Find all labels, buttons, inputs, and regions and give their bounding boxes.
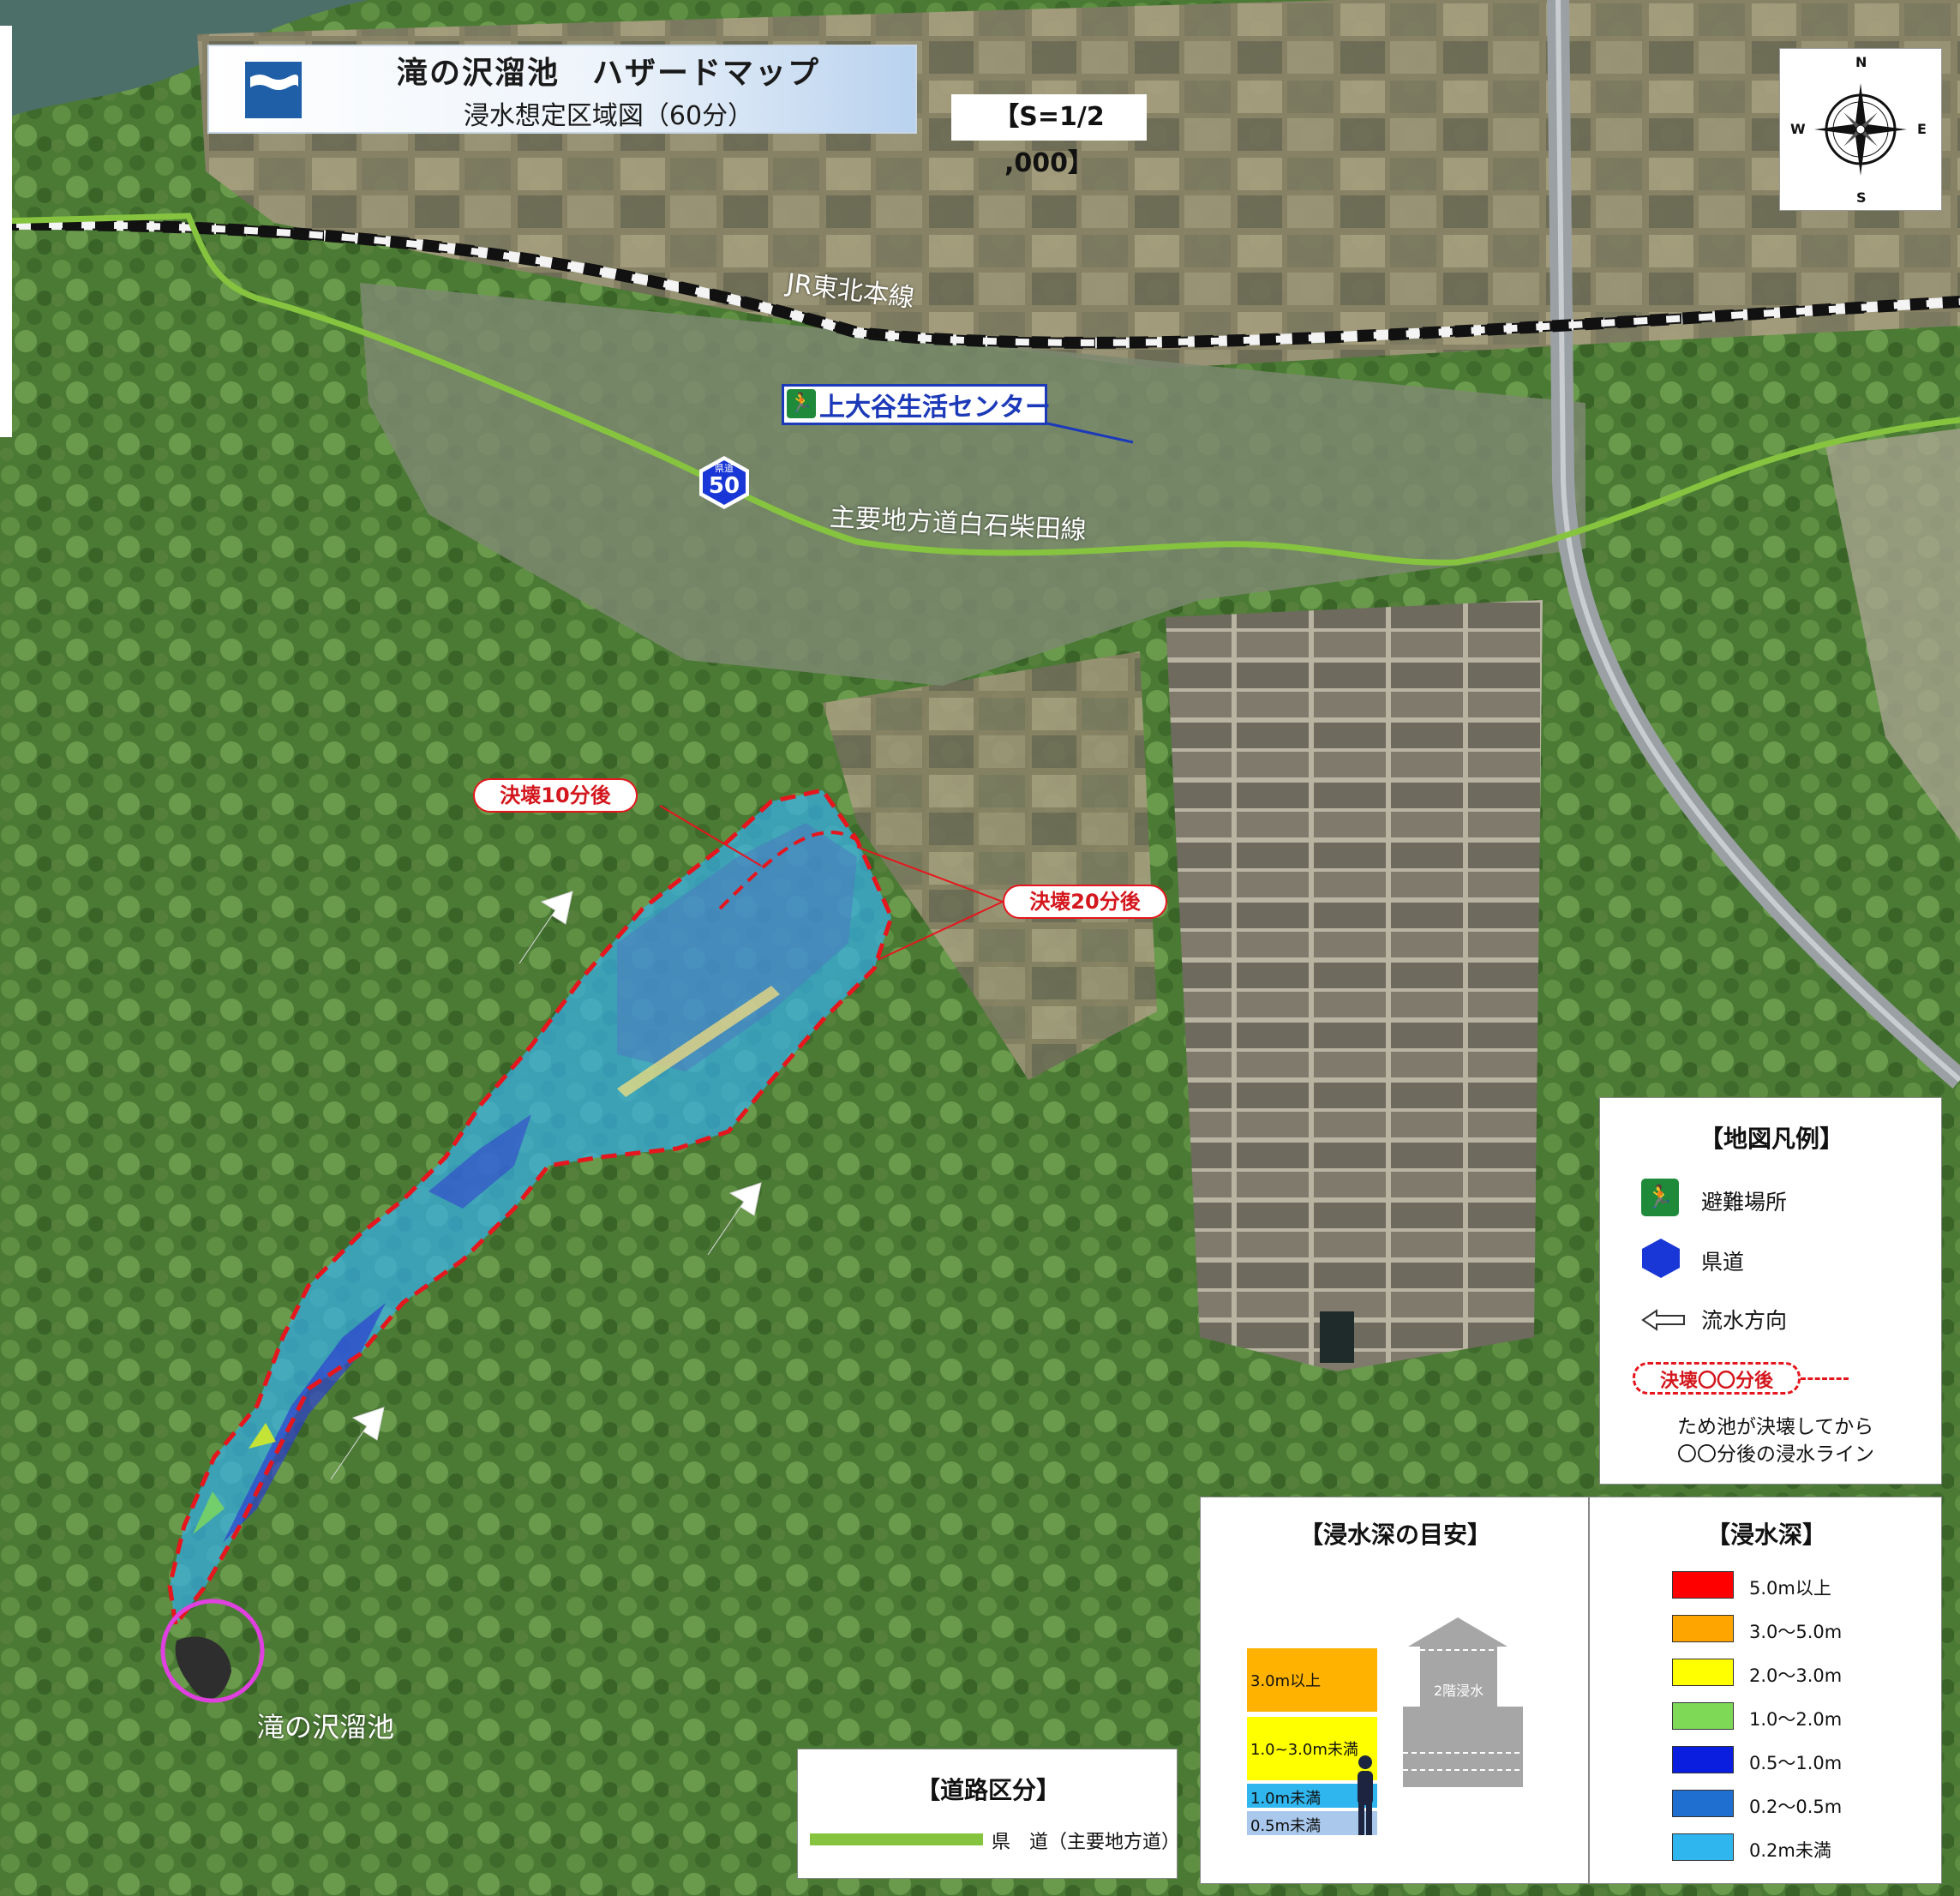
compass-s: S <box>1856 189 1867 206</box>
breach-line-icon <box>1633 1362 1801 1395</box>
title-box <box>207 45 917 134</box>
legend-flow-label: 流水方向 <box>1701 1308 1788 1333</box>
depth-swatch <box>1672 1659 1734 1686</box>
depth-swatch-label: 0.2～0.5m <box>1749 1797 1843 1817</box>
depth-swatch <box>1672 1833 1734 1861</box>
legend-note-line2: 〇〇分後の浸水ライン <box>1677 1443 1874 1466</box>
depth-swatch-label: 2.0～3.0m <box>1749 1665 1843 1686</box>
depth-bar-1-3m <box>1247 1717 1377 1780</box>
road-legend-title: 【道路区分】 <box>915 1776 1060 1804</box>
map-subtitle: 浸水想定区域図（60分） <box>463 101 754 131</box>
evacuation-site-icon: 🏃 <box>1641 1179 1679 1216</box>
prefectural-road-hexagon-icon <box>699 456 749 509</box>
route-50-marker: 県道 50 <box>696 454 752 511</box>
depth-swatch-label: 1.0～2.0m <box>1749 1709 1843 1730</box>
house-label-2f: 2階浸水 <box>1434 1683 1484 1699</box>
depth-bar-1m <box>1247 1784 1377 1808</box>
prefectural-road-hexagon-icon <box>1639 1237 1682 1283</box>
legend-note-line1: ため池が決壊してから <box>1677 1416 1874 1438</box>
depth-bar-3m <box>1247 1648 1377 1712</box>
depth-swatch-label: 0.2m未満 <box>1749 1840 1831 1861</box>
depth-bar-05m <box>1247 1811 1377 1835</box>
depth-bar-label-3: 1.0m未満 <box>1250 1790 1322 1808</box>
map-legend: 【地図凡例】 🏃 避難場所 県道 流水方向 決壊〇〇分後 ため池が決壊してから … <box>1599 1097 1942 1485</box>
depth-swatch <box>1672 1702 1734 1730</box>
depth-swatch-label: 0.5～1.0m <box>1749 1753 1843 1773</box>
depth-legend-panel: 【浸水深】 5.0m以上 3.0～5.0m 2.0～3.0m 1.0～2.0m 0.5～… <box>1589 1497 1942 1884</box>
compass-w: W <box>1790 121 1806 137</box>
compass-rose: N S E W <box>1779 48 1942 211</box>
depth-legend-title: 【浸水深】 <box>1705 1521 1826 1549</box>
legend-road-label: 県道 <box>1701 1250 1745 1275</box>
house-label-below-floor: 床下浸水 <box>1434 1818 1489 1834</box>
evacuation-site-name: 上大谷生活センター <box>819 393 1051 423</box>
legend-evacuation-label: 避難場所 <box>1701 1190 1788 1215</box>
route-number: 50 <box>708 473 740 499</box>
house-label-above-floor: 床上浸水 <box>1434 1791 1489 1807</box>
compass-n: N <box>1855 54 1867 70</box>
road-legend-label: 県 道（主要地方道） <box>992 1832 1181 1853</box>
house-icon <box>1386 1617 1540 1792</box>
depth-swatch-label: 5.0m以上 <box>1749 1578 1831 1599</box>
road-legend-panel: 【道路区分】 県 道（主要地方道） <box>797 1749 1181 1879</box>
legend-breach-label: 決壊〇〇分後 <box>1659 1371 1773 1392</box>
compass-e: E <box>1917 121 1927 137</box>
route-badge-label: 県道 <box>715 463 734 474</box>
map-title: 滝の沢溜池 ハザードマップ <box>396 56 820 91</box>
depth-bar-label-1: 3.0m以上 <box>1250 1672 1322 1690</box>
scale-label: 【S=1/2 ,000】 <box>951 94 1147 178</box>
depth-swatch <box>1672 1615 1734 1642</box>
compass-icon <box>1814 83 1907 176</box>
flow-arrow-icon <box>1639 1307 1687 1336</box>
map-legend-title: 【地図凡例】 <box>1699 1125 1843 1153</box>
depth-swatch <box>1672 1571 1734 1599</box>
pond-label: 滝の沢溜池 <box>257 1711 395 1743</box>
evacuation-site-label <box>782 384 1047 425</box>
evacuation-person-icon: 🏃 <box>787 389 816 418</box>
person-silhouette-icon <box>1353 1755 1377 1840</box>
breach-10-callout: 決壊10分後 <box>473 778 638 813</box>
depth-guide-panel: 【浸水深の目安】 3.0m以上 1.0~3.0m未満 1.0m未満 0.5m未満… <box>1200 1497 1589 1884</box>
depth-swatch-label: 3.0～5.0m <box>1749 1622 1843 1642</box>
depth-swatch <box>1672 1790 1734 1817</box>
breach-line-tail <box>1801 1377 1849 1380</box>
depth-swatch <box>1672 1746 1734 1773</box>
road-legend-swatch <box>810 1833 983 1845</box>
depth-bar-label-4: 0.5m未満 <box>1250 1817 1322 1835</box>
depth-bar-label-2: 1.0~3.0m未満 <box>1250 1741 1358 1759</box>
pond-water-icon <box>245 62 302 118</box>
breach-20-callout: 決壊20分後 <box>1003 885 1167 919</box>
depth-guide-title: 【浸水深の目安】 <box>1298 1521 1491 1549</box>
